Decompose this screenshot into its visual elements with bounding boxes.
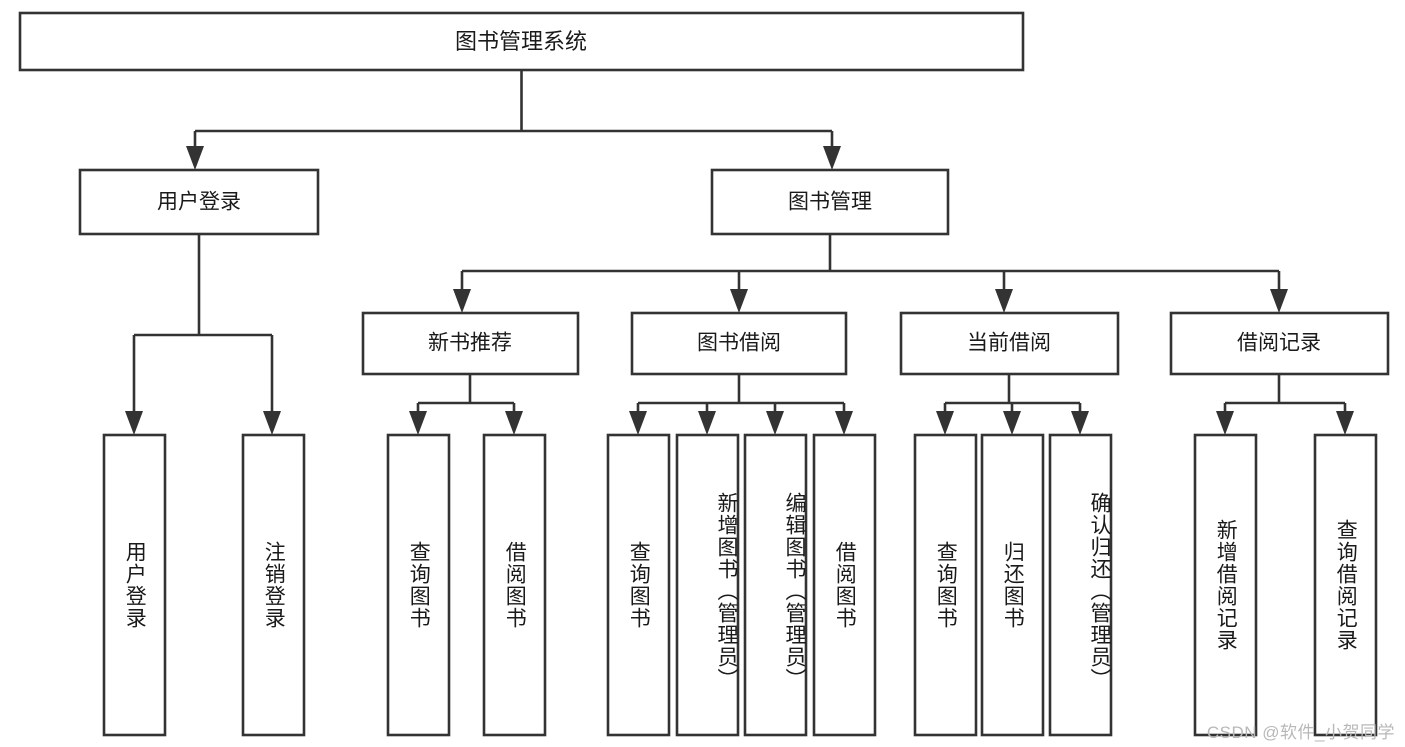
node-borrow-record-label: 借阅记录 [1237, 332, 1321, 355]
connector-group-book-management [453, 234, 1288, 313]
leaf-box-borrow-book-recommend[interactable] [482, 433, 547, 737]
node-new-book-recommend[interactable]: 新书推荐 [361, 311, 580, 376]
node-current-borrow-label: 当前借阅 [967, 332, 1051, 355]
node-current-borrow[interactable]: 当前借阅 [899, 311, 1120, 376]
csdn-watermark: CSDN @软件_小贺同学 [1206, 723, 1395, 742]
node-book-management-label: 图书管理 [788, 191, 872, 214]
node-borrow-record[interactable]: 借阅记录 [1169, 311, 1390, 376]
leaf-box-logout[interactable] [241, 433, 306, 737]
node-root-system-box[interactable] [18, 11, 1025, 72]
connector-group-user-login [125, 234, 281, 435]
connector-group-book-borrow [629, 374, 853, 435]
leaf-box-query-borrow-record[interactable] [1313, 433, 1378, 737]
node-new-book-recommend-label: 新书推荐 [428, 332, 512, 355]
node-book-borrow[interactable]: 图书借阅 [630, 311, 848, 376]
node-user-login-box[interactable] [78, 168, 320, 236]
connector-group-new-book-recommend [409, 374, 523, 435]
leaf-box-query-book-borrow[interactable] [606, 433, 671, 737]
node-book-management-box[interactable] [710, 168, 950, 236]
node-book-management[interactable]: 图书管理 [710, 168, 950, 236]
connector-group-borrow-record [1216, 374, 1354, 435]
node-user-login[interactable]: 用户登录 [78, 168, 320, 236]
leaf-box-query-book-current[interactable] [913, 433, 978, 737]
node-book-borrow-box[interactable] [630, 311, 848, 376]
leaf-box-add-book-admin[interactable] [675, 433, 740, 737]
leaf-box-edit-book-admin[interactable] [743, 433, 808, 737]
leaf-box-confirm-return-admin[interactable] [1048, 433, 1113, 737]
leaf-box-user-login[interactable] [102, 433, 167, 737]
node-user-login-label: 用户登录 [157, 191, 241, 214]
node-root-system[interactable]: 图书管理系统 [18, 11, 1025, 72]
node-borrow-record-box[interactable] [1169, 311, 1390, 376]
node-new-book-recommend-box[interactable] [361, 311, 580, 376]
leaf-box-query-book-recommend[interactable] [386, 433, 451, 737]
connector-group-current-borrow [936, 374, 1089, 435]
node-root-system-label: 图书管理系统 [455, 29, 587, 54]
node-current-borrow-box[interactable] [899, 311, 1120, 376]
leaf-node-boxes [102, 433, 1378, 737]
leaf-box-add-borrow-record[interactable] [1193, 433, 1258, 737]
leaf-box-borrow-book[interactable] [812, 433, 877, 737]
connector-group-root [186, 70, 841, 170]
node-book-borrow-label: 图书借阅 [697, 332, 781, 355]
leaf-box-return-book[interactable] [980, 433, 1045, 737]
